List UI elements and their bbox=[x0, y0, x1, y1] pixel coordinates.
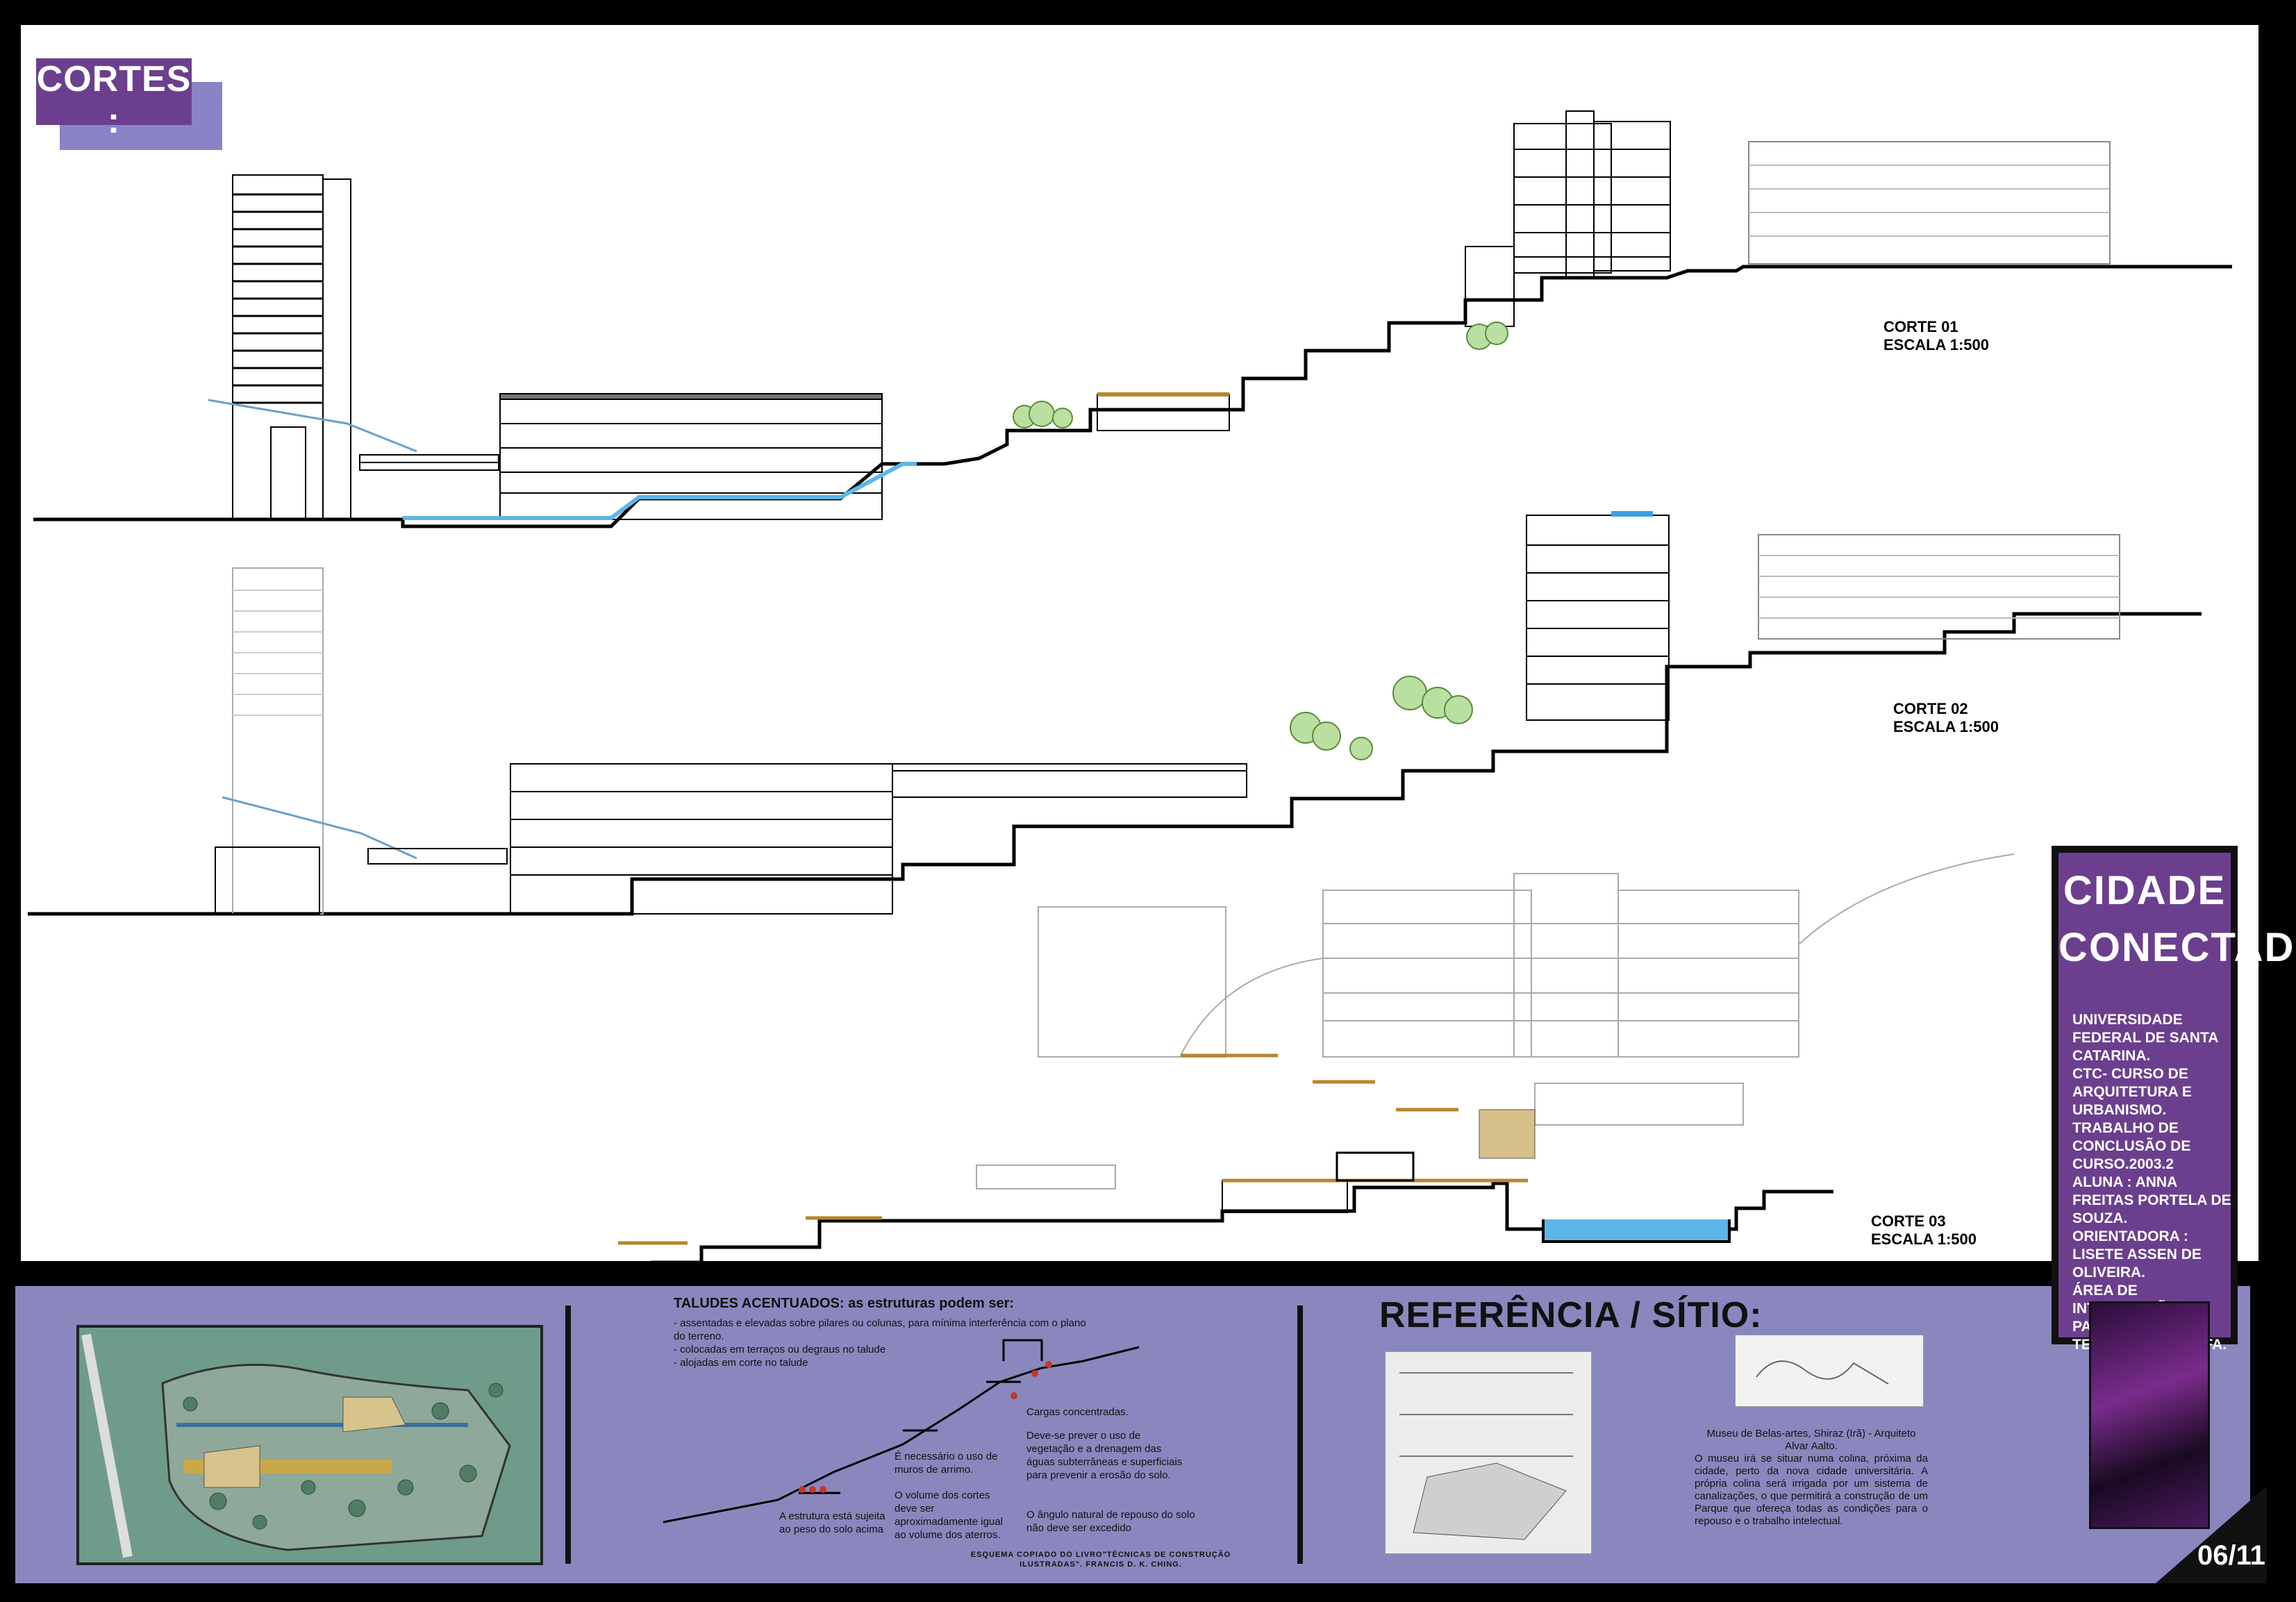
project-title-box: CIDADE CONECTADA UNIVERSIDADE FEDERAL DE… bbox=[2052, 846, 2296, 1353]
credit-line: CTC- CURSO DE ARQUITETURA E URBANISMO. bbox=[2072, 1066, 2192, 1118]
reference-drawings-image bbox=[1385, 1351, 1592, 1554]
cortes-title-tag: CORTES : bbox=[36, 58, 192, 141]
corte-02-name: CORTE 02 bbox=[1893, 700, 1968, 717]
site-plan-map bbox=[76, 1325, 543, 1565]
sections-drawing-area bbox=[21, 25, 2258, 1261]
source-credit: ESQUEMA COPIADO DO LIVRO"TÉCNICAS DE CON… bbox=[970, 1551, 1231, 1569]
credit-line: ALUNA : ANNA FREITAS PORTELA DE SOUZA. bbox=[2072, 1174, 2231, 1226]
cortes-title: CORTES : bbox=[36, 59, 192, 141]
credit-line: UNIVERSIDADE FEDERAL DE SANTA CATARINA. bbox=[2072, 1012, 2218, 1064]
note-muros: É necessário o uso de muros de arrimo. bbox=[895, 1450, 999, 1476]
corte-02-scale: ESCALA 1:500 bbox=[1893, 718, 1999, 735]
corte-01-label: CORTE 01 ESCALA 1:500 bbox=[1883, 318, 1989, 354]
corte-02-buildings bbox=[215, 511, 2120, 915]
reference-plan bbox=[1736, 1335, 1923, 1406]
corte-01-scale: ESCALA 1:500 bbox=[1883, 336, 1990, 353]
taludes-item: - colocadas em terraços ou degraus no ta… bbox=[674, 1344, 886, 1355]
corte-03-scale: ESCALA 1:500 bbox=[1871, 1230, 1977, 1248]
band-divider-2 bbox=[1297, 1305, 1303, 1564]
taludes-list: - assentadas e elevadas sobre pilares ou… bbox=[674, 1317, 1090, 1369]
corte-02-label: CORTE 02 ESCALA 1:500 bbox=[1893, 700, 1999, 736]
project-title-line-2: CONECTADA bbox=[2058, 925, 2296, 970]
reference-plan-image bbox=[1735, 1335, 1924, 1407]
note-volume: O volume dos cortes deve ser aproximadam… bbox=[895, 1489, 1006, 1542]
taludes-item: - alojadas em corte no talude bbox=[674, 1357, 808, 1369]
note-carga: A estrutura está sujeita ao peso do solo… bbox=[779, 1510, 890, 1536]
note-muros-text: É necessário o uso de muros de arrimo. bbox=[895, 1451, 998, 1476]
page-number: 06/11 bbox=[2197, 1540, 2265, 1571]
project-title: CIDADE CONECTADA bbox=[2058, 862, 2296, 976]
reference-drawings bbox=[1386, 1352, 1591, 1553]
reference-description: O museu irá se situar numa colina, próxi… bbox=[1695, 1453, 1928, 1527]
corte-01-water bbox=[403, 462, 917, 520]
note-cargas-concentradas: Cargas concentradas. bbox=[1026, 1405, 1165, 1419]
note-vegetacao-text: Deve-se prever o uso de vegetação e a dr… bbox=[1026, 1430, 1183, 1481]
credit-line: ORIENTADORA : LISETE ASSEN DE OLIVEIRA. bbox=[2072, 1228, 2202, 1280]
taludes-title: TALUDES ACENTUADOS: as estruturas podem … bbox=[674, 1296, 1015, 1311]
project-title-inner: CIDADE CONECTADA UNIVERSIDADE FEDERAL DE… bbox=[2058, 853, 2296, 1353]
site-plan-drawing bbox=[79, 1328, 540, 1562]
corte-03-ground bbox=[538, 1181, 1833, 1277]
band-divider-1 bbox=[565, 1305, 571, 1564]
note-angulo: O ângulo natural de repouso do solo não … bbox=[1026, 1508, 1207, 1535]
note-carga-text: A estrutura está sujeita ao peso do solo… bbox=[779, 1510, 885, 1535]
taludes-item: - assentadas e elevadas sobre pilares ou… bbox=[674, 1317, 1086, 1342]
corte-01-name: CORTE 01 bbox=[1883, 318, 1958, 335]
reference-text: Museu de Belas-artes, Shiraz (Irã) - Arq… bbox=[1695, 1428, 1928, 1528]
corte-03-name: CORTE 03 bbox=[1871, 1212, 1946, 1230]
reference-title: REFERÊNCIA / SÍTIO: bbox=[1379, 1295, 1763, 1335]
note-cargas-text: Cargas concentradas. bbox=[1026, 1406, 1129, 1418]
corte-03-decks bbox=[618, 1053, 1731, 1245]
project-title-line-1: CIDADE bbox=[2063, 868, 2227, 913]
note-vegetacao: Deve-se prever o uso de vegetação e a dr… bbox=[1026, 1429, 1186, 1482]
credit-line: TRABALHO DE CONCLUSÃO DE CURSO.2003.2 bbox=[2072, 1120, 2191, 1172]
page-corner-triangle bbox=[2156, 1486, 2267, 1583]
note-angulo-text: O ângulo natural de repouso do solo não … bbox=[1026, 1509, 1195, 1534]
night-render-photo bbox=[2089, 1301, 2210, 1529]
corte-03-buildings bbox=[976, 853, 2015, 1213]
corte-03-label: CORTE 03 ESCALA 1:500 bbox=[1871, 1212, 1977, 1249]
corte-02-ground bbox=[28, 612, 2202, 916]
reference-caption: Museu de Belas-artes, Shiraz (Irã) - Arq… bbox=[1706, 1428, 1916, 1452]
tree-groups bbox=[1013, 322, 1508, 760]
corte-01-buildings bbox=[208, 110, 2111, 520]
note-volume-text: O volume dos cortes deve ser aproximadam… bbox=[895, 1490, 1003, 1541]
